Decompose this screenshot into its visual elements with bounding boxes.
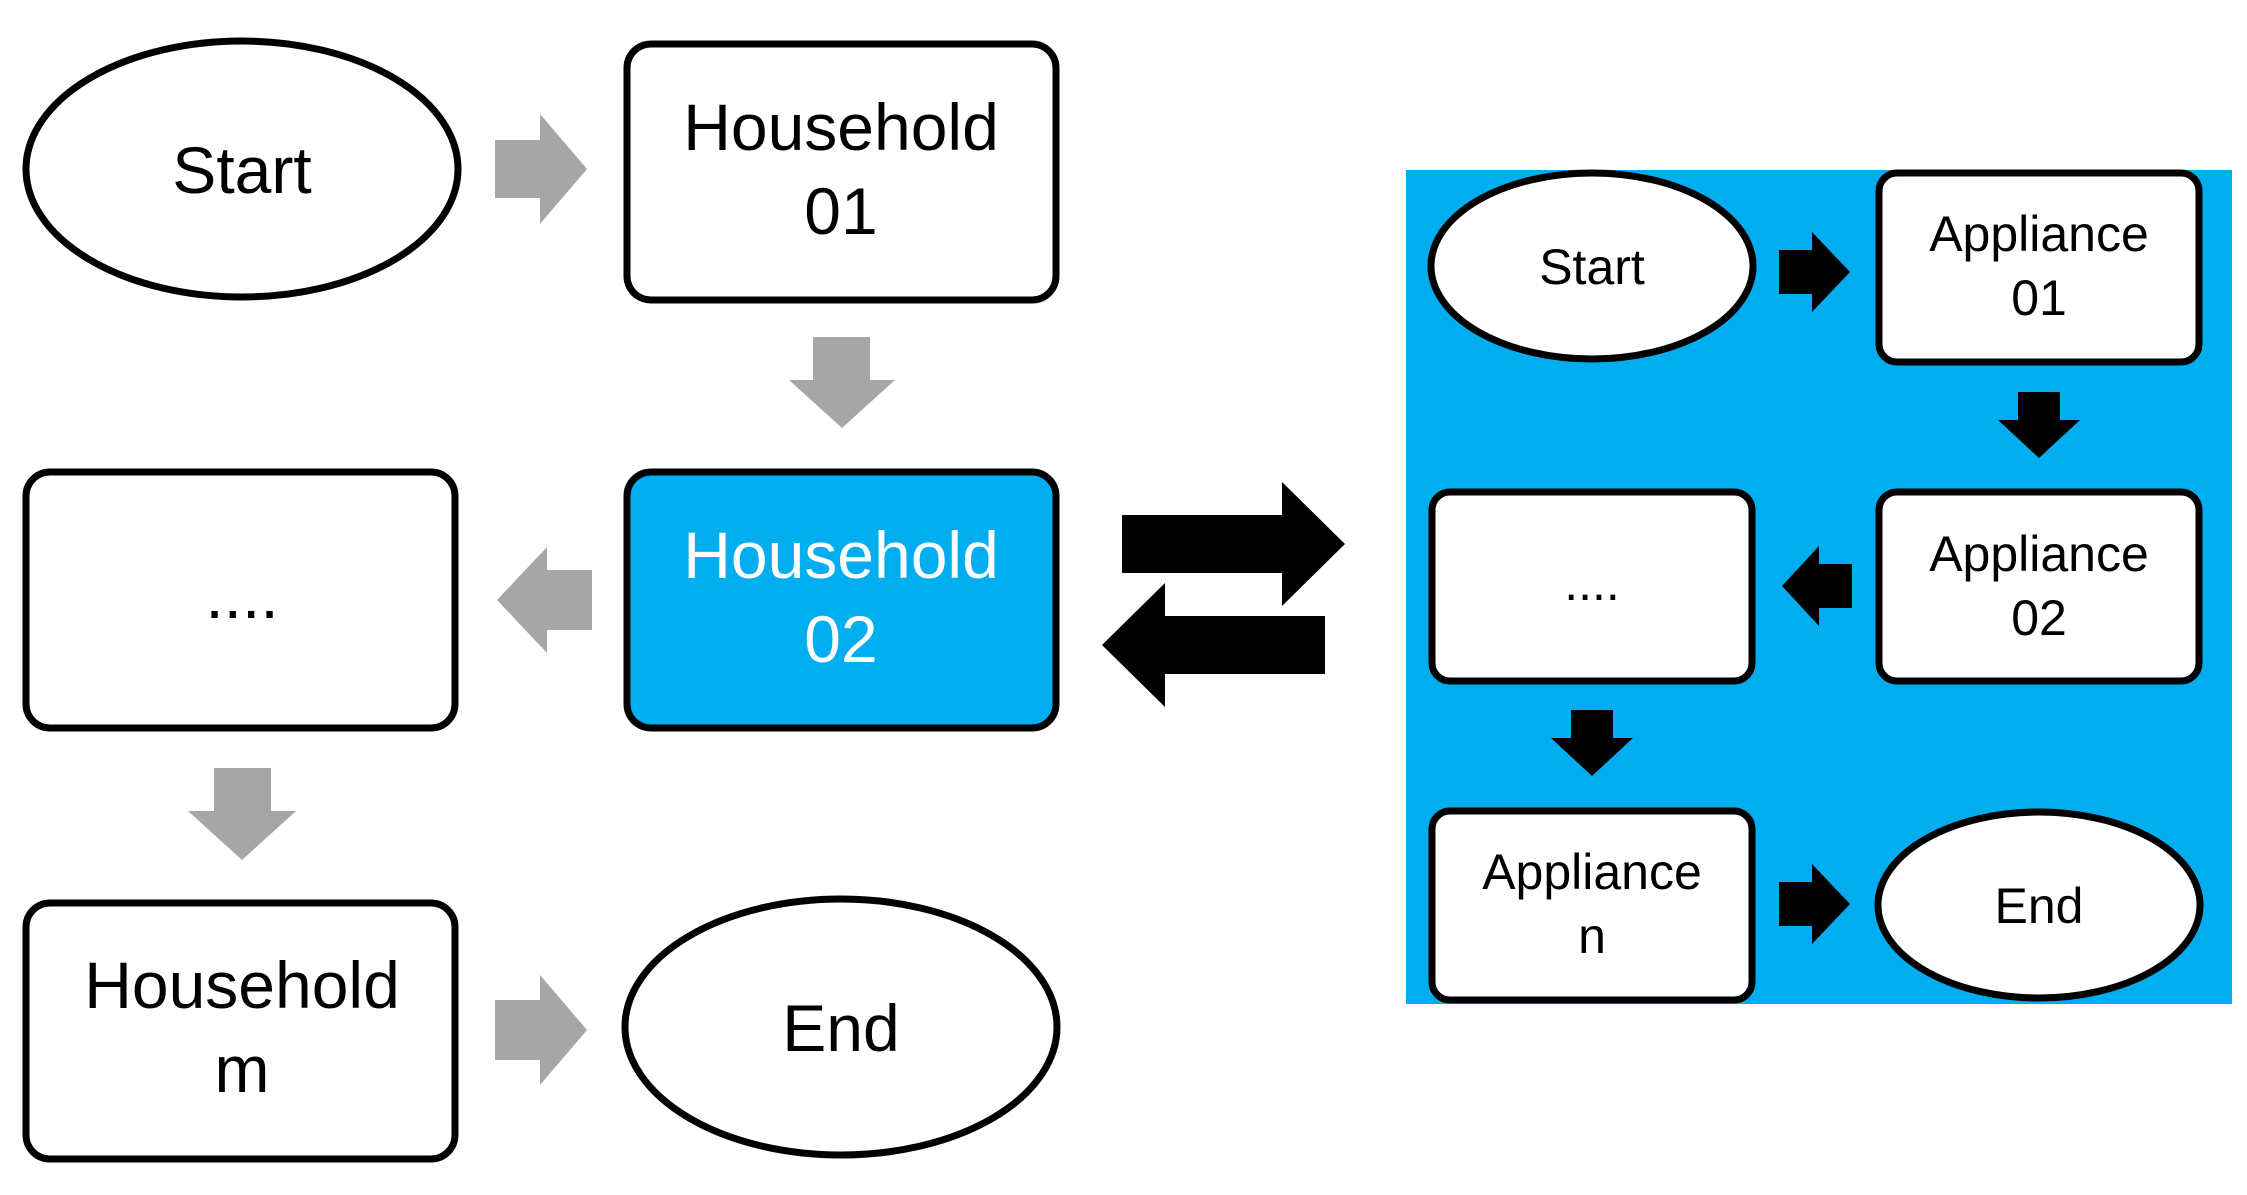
arrow-a02-to-ellipsis bbox=[1782, 546, 1852, 626]
arrow-hm-to-end bbox=[495, 975, 587, 1085]
appliance-start-node bbox=[1427, 169, 1757, 363]
appliance-start-label: Start bbox=[1539, 239, 1645, 295]
appliance-end-label: End bbox=[1995, 878, 2084, 934]
appliance-02-label-line1: Appliance bbox=[1929, 526, 2149, 582]
appliance-01-node bbox=[1875, 169, 2203, 366]
arrow-app-start-to-a01 bbox=[1779, 232, 1850, 312]
household-end-node bbox=[621, 895, 1061, 1159]
arrow-ellipsis-to-hm bbox=[188, 768, 296, 860]
appliance-01-label-line1: Appliance bbox=[1929, 206, 2149, 262]
appliance-02-label-line2: 02 bbox=[2011, 590, 2067, 646]
bidirectional-arrows bbox=[1102, 482, 1345, 707]
arrow-h02-to-ellipsis bbox=[497, 547, 592, 653]
arrow-a01-to-a02 bbox=[1998, 392, 2080, 458]
household-02-node bbox=[623, 468, 1060, 732]
household-flow: Start Household 01 Household 02 .... Hou… bbox=[22, 37, 1061, 1163]
appliance-n-label-line2: n bbox=[1578, 908, 1606, 964]
household-01-label-line2: 01 bbox=[804, 174, 877, 248]
household-02-label-line1: Household bbox=[683, 518, 999, 592]
arrow-h01-to-h02 bbox=[789, 337, 895, 428]
appliance-flow-panel: Start Appliance 01 Appliance 02 .... App… bbox=[1406, 169, 2232, 1004]
household-m-node bbox=[22, 899, 459, 1163]
appliance-n-node bbox=[1428, 807, 1756, 1004]
arrow-ellipsis-to-an bbox=[1551, 710, 1633, 776]
household-m-label-line2: m bbox=[215, 1032, 270, 1106]
appliance-end-node bbox=[1874, 808, 2204, 1002]
household-01-node bbox=[623, 40, 1060, 304]
arrow-to-appliance-panel bbox=[1122, 482, 1345, 606]
household-ellipsis-node bbox=[22, 468, 459, 732]
arrow-from-appliance-panel bbox=[1102, 583, 1325, 707]
appliance-ellipsis-label: .... bbox=[1564, 555, 1620, 611]
household-start-label: Start bbox=[172, 133, 311, 207]
household-m-label-line1: Household bbox=[84, 948, 400, 1022]
appliance-02-node bbox=[1875, 488, 2203, 685]
appliance-01-label-line2: 01 bbox=[2011, 270, 2067, 326]
household-end-label: End bbox=[782, 991, 899, 1065]
household-ellipsis-label: .... bbox=[205, 558, 278, 632]
arrow-an-to-app-end bbox=[1779, 864, 1850, 944]
appliance-n-label-line1: Appliance bbox=[1482, 844, 1702, 900]
household-02-label-line2: 02 bbox=[804, 602, 877, 676]
household-start-node bbox=[22, 37, 462, 301]
appliance-ellipsis-node bbox=[1428, 488, 1756, 685]
arrow-start-to-h01 bbox=[495, 114, 587, 224]
household-01-label-line1: Household bbox=[683, 90, 999, 164]
